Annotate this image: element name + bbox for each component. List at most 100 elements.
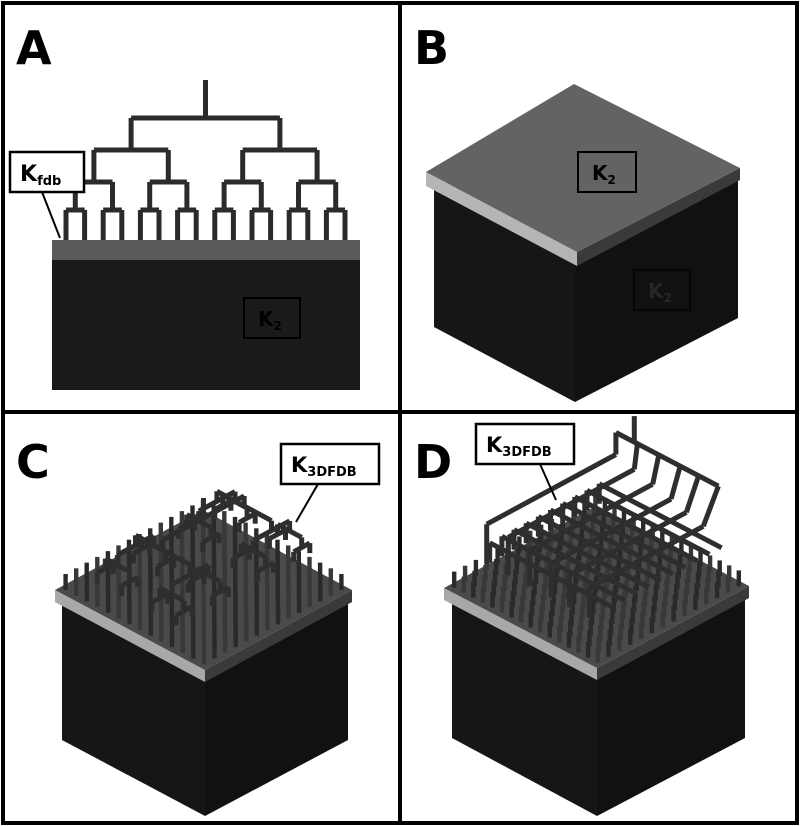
micro-pin xyxy=(275,585,280,602)
panel-c-distributor-network xyxy=(94,489,313,626)
panel-d-callout-label: K3DFDB xyxy=(486,433,552,460)
micro-pin xyxy=(714,582,720,599)
micro-pin xyxy=(522,574,528,590)
micro-pin xyxy=(601,511,606,528)
distributor-channel xyxy=(185,512,213,530)
micro-pin xyxy=(211,574,217,590)
micro-pin xyxy=(190,528,195,545)
micro-pin xyxy=(201,648,207,665)
micro-pin xyxy=(490,591,495,608)
micro-pin xyxy=(707,555,713,572)
manifold-channel xyxy=(573,494,699,564)
micro-pin xyxy=(201,625,206,642)
micro-pin xyxy=(620,521,625,538)
panel-b-side-k2-label: K2 xyxy=(648,279,672,305)
micro-pin xyxy=(127,596,132,613)
micro-pin xyxy=(180,556,185,573)
panel-d-cube-right-face xyxy=(597,598,745,816)
micro-pin xyxy=(222,534,227,550)
micro-pin xyxy=(651,606,656,623)
panel-d-cube-left-face xyxy=(452,600,597,816)
micro-pin xyxy=(201,591,206,608)
distributor-channel xyxy=(150,591,170,605)
manifold-channel xyxy=(614,430,720,489)
micro-pin xyxy=(244,625,249,642)
manifold-channel xyxy=(650,454,662,485)
micro-pin xyxy=(211,539,217,556)
micro-pin xyxy=(597,543,602,560)
panel-b-top-k2-label: K2 xyxy=(592,161,616,187)
micro-pin xyxy=(296,562,302,579)
micro-pin xyxy=(510,590,516,607)
panel-c-callout-leader xyxy=(295,483,319,523)
micro-pin xyxy=(105,585,111,602)
micro-pin xyxy=(642,590,648,607)
micro-pin xyxy=(578,614,584,631)
distributor-channel xyxy=(116,533,155,558)
micro-pin xyxy=(548,610,554,627)
micro-pin xyxy=(514,558,519,575)
micro-pin xyxy=(607,629,612,646)
micro-pin xyxy=(148,551,153,568)
micro-pin xyxy=(595,646,600,663)
micro-pin xyxy=(598,624,603,641)
micro-pin xyxy=(640,612,645,629)
micro-pin xyxy=(148,574,153,590)
micro-pin xyxy=(264,545,270,562)
panel-b-layer-right-edge xyxy=(577,168,740,266)
micro-pin xyxy=(296,585,302,602)
micro-pin xyxy=(180,579,185,596)
micro-pin xyxy=(265,614,270,630)
micro-pin xyxy=(641,601,646,618)
micro-pin xyxy=(667,557,672,574)
distributor-channel xyxy=(252,518,291,543)
micro-pin xyxy=(190,551,195,568)
micro-pin xyxy=(619,532,624,549)
micro-pin xyxy=(628,537,634,554)
distributor-channel xyxy=(221,492,249,511)
micro-pin xyxy=(483,564,488,581)
micro-pin xyxy=(159,614,164,630)
micro-pin xyxy=(179,534,185,550)
micro-pin xyxy=(611,597,616,614)
micro-pin xyxy=(137,568,142,585)
micro-pin xyxy=(137,556,142,573)
micro-pin xyxy=(317,562,323,579)
micro-pin xyxy=(179,545,185,562)
micro-pin xyxy=(233,631,238,648)
micro-pin xyxy=(106,596,111,613)
micro-pin xyxy=(243,602,249,619)
micro-pin xyxy=(137,591,143,608)
micro-pin xyxy=(233,585,238,602)
micro-pin xyxy=(307,556,312,573)
micro-pin xyxy=(550,599,555,616)
micro-pin xyxy=(169,539,174,556)
micro-pin xyxy=(552,578,558,595)
micro-pin xyxy=(201,602,206,619)
micro-pin xyxy=(631,515,636,532)
micro-pin xyxy=(74,579,79,596)
micro-pin xyxy=(687,556,692,573)
micro-pin xyxy=(568,620,573,637)
micro-pin xyxy=(654,573,660,590)
micro-pin xyxy=(608,538,613,554)
micro-pin xyxy=(645,568,650,585)
micro-pin xyxy=(212,608,217,625)
micro-pin xyxy=(126,551,132,568)
micro-pin xyxy=(190,596,196,613)
distributor-channel xyxy=(211,584,230,598)
manifold-channel xyxy=(700,485,721,528)
micro-pin xyxy=(222,591,227,608)
micro-pin xyxy=(617,634,622,651)
micro-pin xyxy=(652,595,657,612)
micro-pin xyxy=(495,548,500,565)
micro-pin xyxy=(473,559,479,576)
micro-pin xyxy=(631,596,637,613)
panel-d-callout-leader xyxy=(539,463,557,501)
micro-pin xyxy=(543,573,548,590)
micro-pin xyxy=(158,568,164,585)
micro-pin xyxy=(137,602,143,619)
micro-pin xyxy=(211,516,216,533)
micro-pin xyxy=(222,636,228,653)
